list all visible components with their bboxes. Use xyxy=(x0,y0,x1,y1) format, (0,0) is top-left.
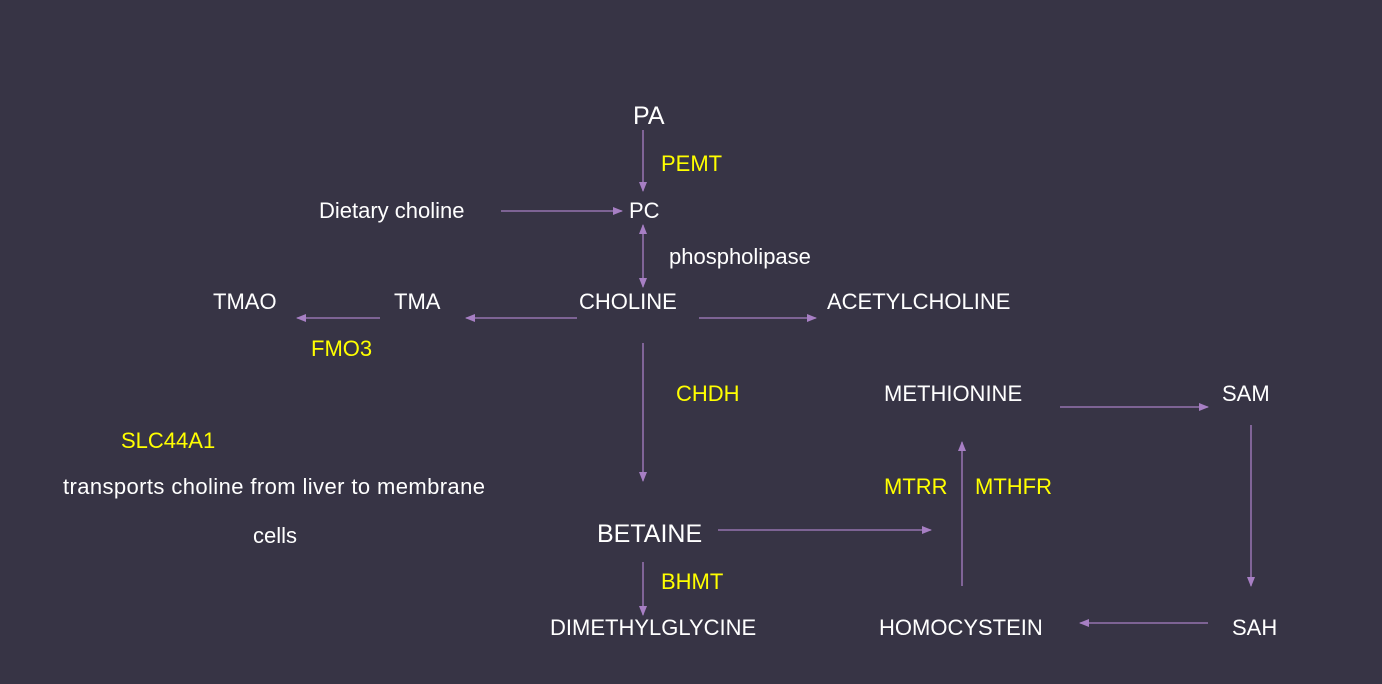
enzyme-mtrr: MTRR xyxy=(884,474,948,499)
metabolite-acetylcholine: ACETYLCHOLINE xyxy=(827,289,1011,314)
metabolite-tma: TMA xyxy=(394,289,441,314)
enzyme-phospholipase: phospholipase xyxy=(669,244,811,269)
metabolite-choline: CHOLINE xyxy=(579,289,677,314)
enzyme-bhmt: BHMT xyxy=(661,569,724,594)
metabolite-dietary-choline: Dietary choline xyxy=(319,198,465,223)
enzyme-pemt: PEMT xyxy=(661,151,723,176)
enzyme-slc44a1: SLC44A1 xyxy=(121,428,216,453)
metabolite-homocystein: HOMOCYSTEIN xyxy=(879,615,1043,640)
metabolite-sam: SAM xyxy=(1222,381,1270,406)
slc44a1-description-line2: cells xyxy=(253,523,298,548)
metabolite-methionine: METHIONINE xyxy=(884,381,1023,406)
metabolite-dimethylglycine: DIMETHYLGLYCINE xyxy=(550,615,757,640)
enzyme-chdh: CHDH xyxy=(676,381,740,406)
metabolite-tmao: TMAO xyxy=(213,289,277,314)
enzyme-mthfr: MTHFR xyxy=(975,474,1052,499)
slc44a1-description-line1: transports choline from liver to membran… xyxy=(63,474,486,499)
metabolite-sah: SAH xyxy=(1232,615,1278,640)
metabolite-pa: PA xyxy=(633,102,665,130)
enzyme-fmo3: FMO3 xyxy=(311,336,373,361)
metabolite-betaine: BETAINE xyxy=(597,520,703,548)
metabolite-pc: PC xyxy=(629,198,660,223)
